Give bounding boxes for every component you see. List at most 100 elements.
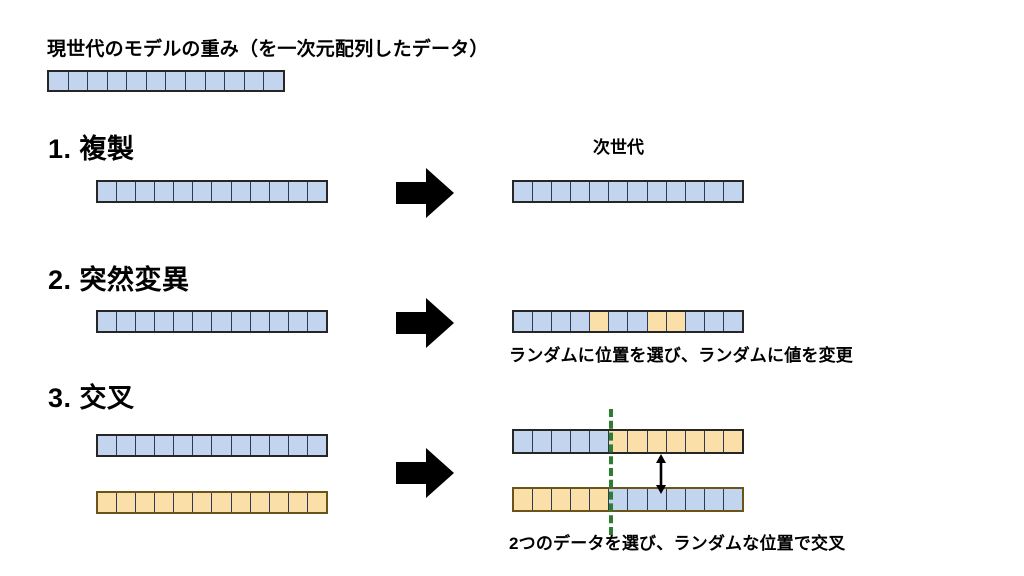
array-cell: [533, 182, 553, 201]
crossover-caption: 2つのデータを選び、ランダムな位置で交叉: [509, 534, 846, 553]
array-cell: [704, 182, 724, 201]
array-cell: [647, 489, 667, 510]
crossover-child-b-array: [512, 487, 744, 512]
array-cell: [288, 182, 308, 201]
dashed-crossover-line-icon: [609, 409, 613, 535]
array-cell: [174, 182, 194, 201]
array-cell: [685, 489, 705, 510]
page-title: 現世代のモデルの重み（を一次元配列したデータ）: [47, 39, 489, 60]
array-cell: [264, 72, 283, 90]
array-cell: [155, 493, 175, 512]
array-cell: [212, 312, 232, 331]
array-cell: [647, 182, 667, 201]
array-cell: [231, 436, 251, 455]
array-cell: [704, 489, 724, 510]
array-cell: [723, 431, 742, 452]
array-cell: [307, 182, 326, 201]
array-cell: [269, 493, 289, 512]
array-cell: [174, 436, 194, 455]
array-cell: [552, 489, 572, 510]
array-cell: [186, 72, 206, 90]
array-cell: [307, 493, 326, 512]
array-cell: [98, 493, 118, 512]
next-generation-label: 次世代: [593, 138, 644, 157]
array-cell: [704, 312, 724, 331]
array-cell: [155, 436, 175, 455]
right-arrow-icon: [396, 167, 454, 219]
mutation-caption: ランダムに位置を選び、ランダムに値を変更: [509, 346, 853, 365]
crossover-parent-b-array: [96, 491, 328, 514]
array-cell: [155, 312, 175, 331]
array-cell: [269, 436, 289, 455]
array-cell: [609, 489, 629, 510]
array-cell: [136, 312, 156, 331]
array-cell: [514, 431, 534, 452]
section-2-heading: 2. 突然変異: [48, 265, 190, 295]
replication-output-array: [512, 180, 744, 203]
array-cell: [225, 72, 245, 90]
array-cell: [250, 182, 270, 201]
array-cell: [514, 489, 534, 510]
array-cell: [571, 312, 591, 331]
array-cell: [666, 312, 686, 331]
array-cell: [552, 312, 572, 331]
array-cell: [205, 72, 226, 90]
array-cell: [590, 489, 610, 510]
array-cell: [666, 182, 686, 201]
array-cell: [609, 431, 629, 452]
array-cell: [590, 182, 610, 201]
section-1-heading: 1. 複製: [48, 134, 135, 164]
array-cell: [609, 182, 629, 201]
array-cell: [136, 493, 156, 512]
array-cell: [571, 182, 591, 201]
crossover-child-a-array: [512, 429, 744, 454]
array-cell: [174, 493, 194, 512]
array-cell: [514, 182, 534, 201]
array-cell: [288, 312, 308, 331]
array-cell: [68, 72, 89, 90]
array-cell: [514, 312, 534, 331]
current-generation-array: [47, 70, 285, 92]
array-cell: [685, 431, 705, 452]
array-cell: [88, 72, 108, 90]
array-cell: [98, 436, 118, 455]
array-cell: [628, 312, 648, 331]
array-cell: [609, 312, 629, 331]
array-cell: [533, 312, 553, 331]
array-cell: [723, 182, 742, 201]
array-cell: [723, 489, 742, 510]
array-cell: [136, 436, 156, 455]
array-cell: [107, 72, 128, 90]
array-cell: [127, 72, 147, 90]
array-cell: [533, 431, 553, 452]
array-cell: [193, 312, 213, 331]
array-cell: [307, 436, 326, 455]
array-cell: [666, 489, 686, 510]
array-cell: [250, 436, 270, 455]
array-cell: [212, 182, 232, 201]
array-cell: [685, 182, 705, 201]
section-3-heading: 3. 交叉: [48, 383, 135, 413]
array-cell: [117, 436, 137, 455]
array-cell: [166, 72, 187, 90]
array-cell: [685, 312, 705, 331]
array-cell: [212, 493, 232, 512]
array-cell: [590, 312, 610, 331]
right-arrow-icon: [396, 447, 454, 499]
array-cell: [552, 431, 572, 452]
array-cell: [117, 182, 137, 201]
array-cell: [117, 312, 137, 331]
array-cell: [250, 312, 270, 331]
array-cell: [98, 182, 118, 201]
array-cell: [212, 436, 232, 455]
array-cell: [723, 312, 742, 331]
array-cell: [244, 72, 265, 90]
array-cell: [193, 436, 213, 455]
array-cell: [146, 72, 167, 90]
array-cell: [552, 182, 572, 201]
array-cell: [231, 493, 251, 512]
array-cell: [174, 312, 194, 331]
array-cell: [590, 431, 610, 452]
array-cell: [666, 431, 686, 452]
